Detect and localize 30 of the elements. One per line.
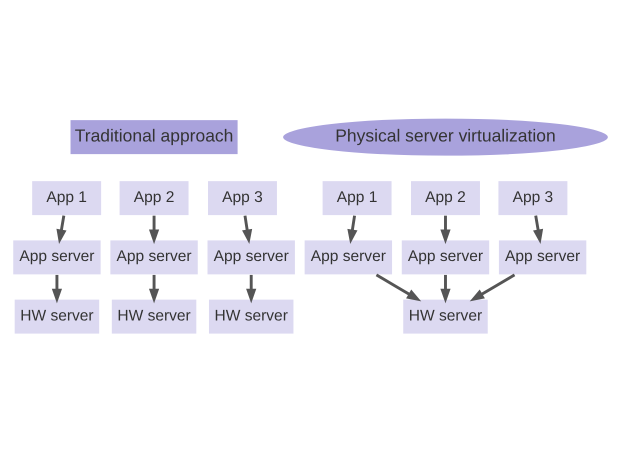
node-ellipse: Physical server virtualization: [282, 117, 609, 156]
arrow: [440, 274, 451, 303]
node-box: App server: [498, 238, 588, 275]
arrow: [533, 214, 544, 244]
node-box: App 3: [207, 180, 278, 216]
node-box: App server: [12, 238, 102, 275]
node-box: HW server: [208, 298, 294, 334]
arrow: [440, 215, 451, 244]
node-box: App server: [109, 238, 199, 275]
node-box: App server: [304, 238, 394, 275]
arrow: [242, 214, 252, 244]
node-box: App 1: [322, 180, 393, 216]
node-box: App 1: [31, 180, 102, 216]
node-box: App server: [206, 238, 296, 275]
node-box: HW server: [110, 298, 198, 334]
arrow: [470, 273, 516, 301]
node-box: App 2: [410, 180, 481, 216]
node-box: HW server: [402, 298, 489, 334]
arrow: [148, 215, 160, 244]
arrow: [347, 214, 358, 244]
arrow: [376, 273, 422, 301]
node-box: App server: [400, 238, 490, 275]
node-box: Traditional approach: [70, 118, 239, 155]
arrow: [56, 214, 67, 244]
arrow: [246, 274, 256, 303]
arrow: [148, 274, 160, 303]
node-box: HW server: [14, 298, 100, 334]
node-box: App 3: [497, 180, 568, 216]
node-box: App 2: [118, 180, 190, 216]
arrow: [52, 274, 62, 303]
